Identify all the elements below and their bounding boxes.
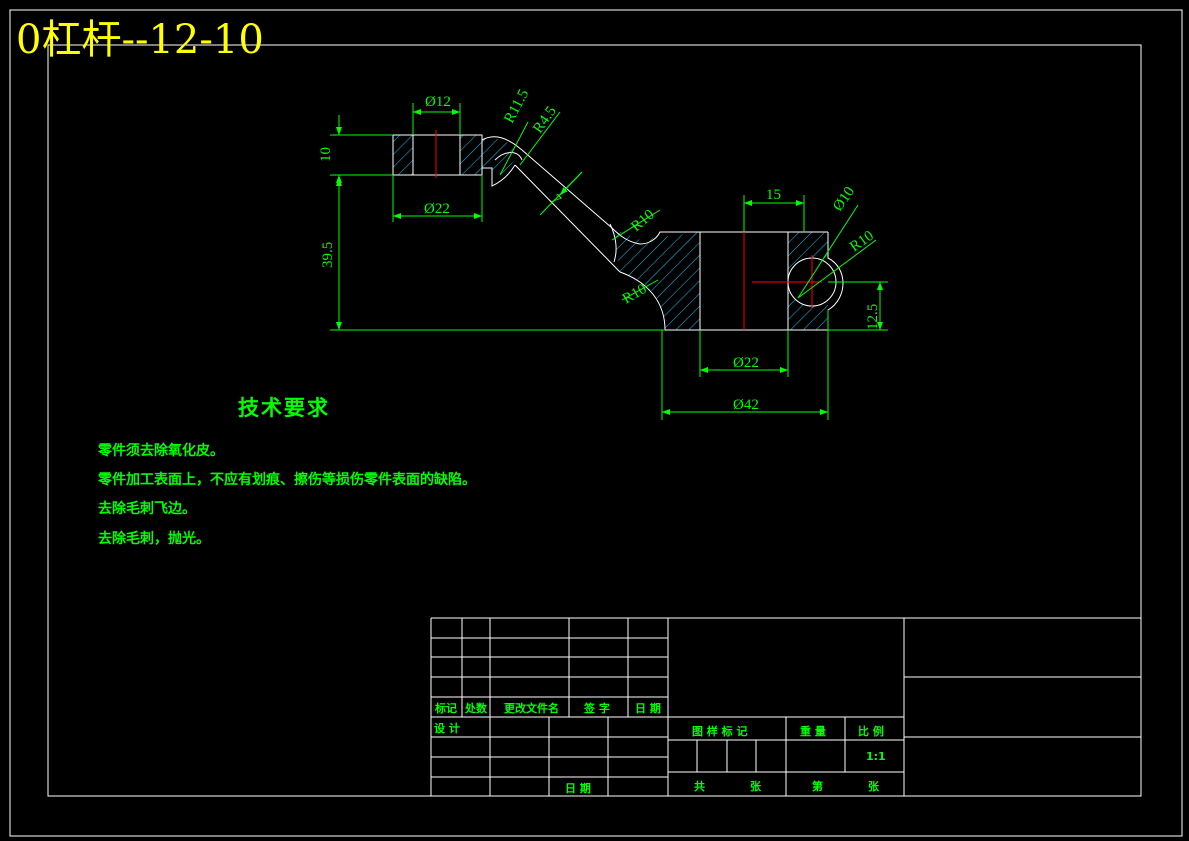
dim-r10-c: R10 bbox=[620, 281, 650, 307]
tech-requirement-item: 零件须去除氧化皮。 bbox=[98, 443, 224, 459]
tb-scale-value: 1:1 bbox=[866, 750, 886, 763]
dim-phi22-right: Ø22 bbox=[733, 355, 759, 371]
dim-r10-b: R10 bbox=[847, 228, 877, 255]
title-block bbox=[430, 617, 1141, 796]
tech-requirement-item: 零件加工表面上，不应有划痕、擦伤等损伤零件表面的缺陷。 bbox=[98, 472, 476, 488]
tb-date2: 日 期 bbox=[565, 782, 591, 795]
left-boss-hatch-a bbox=[393, 135, 413, 175]
tech-requirements-title: 技术要求 bbox=[238, 396, 330, 420]
neck-hatch bbox=[482, 138, 520, 175]
tb-weight: 重 量 bbox=[800, 725, 826, 738]
left-boss-hatch-b bbox=[460, 135, 482, 175]
tb-date: 日 期 bbox=[635, 702, 661, 715]
dim-10: 10 bbox=[318, 147, 334, 162]
part-drawing: Ø12 10 Ø22 39.5 R11.5 R4.5 7 R10 R10 15 … bbox=[318, 87, 888, 420]
tb-design: 设 计 bbox=[434, 722, 460, 735]
tb-change-doc: 更改文件名 bbox=[504, 702, 559, 715]
tb-sheet-no: 第 bbox=[812, 780, 823, 793]
dim-r10-a: R10 bbox=[628, 207, 657, 235]
tb-total: 共 bbox=[694, 780, 705, 793]
tb-count: 处数 bbox=[465, 702, 487, 715]
dim-39-5: 39.5 bbox=[320, 242, 336, 268]
dim-phi12: Ø12 bbox=[425, 94, 451, 110]
dim-phi10: Ø10 bbox=[830, 184, 858, 214]
outer-frame bbox=[9, 9, 1183, 837]
dim-15: 15 bbox=[766, 187, 781, 203]
dim-12-5: 12.5 bbox=[865, 304, 881, 330]
tech-requirement-item: 去除毛刺飞边。 bbox=[98, 501, 196, 517]
inner-frame bbox=[47, 44, 1142, 797]
right-boss-hatch-a bbox=[612, 228, 700, 330]
dim-phi22-left: Ø22 bbox=[424, 201, 450, 217]
tb-sheets2: 张 bbox=[868, 780, 879, 793]
tb-sheets: 张 bbox=[750, 780, 761, 793]
tb-mark: 标记 bbox=[435, 702, 457, 715]
dimension-lines bbox=[330, 103, 888, 420]
tb-signature: 签 字 bbox=[584, 702, 610, 715]
tb-stage-mark: 图 样 标 记 bbox=[692, 725, 748, 738]
dim-phi42: Ø42 bbox=[733, 397, 759, 413]
tb-scale-label: 比 例 bbox=[858, 725, 884, 738]
drawing-title: 0杠杆--12-10 bbox=[16, 17, 264, 63]
dim-r4-5: R4.5 bbox=[530, 104, 560, 137]
tech-requirement-item: 去除毛刺，抛光。 bbox=[98, 531, 210, 547]
center-lines bbox=[435, 130, 822, 330]
dim-r11-5: R11.5 bbox=[501, 87, 532, 126]
